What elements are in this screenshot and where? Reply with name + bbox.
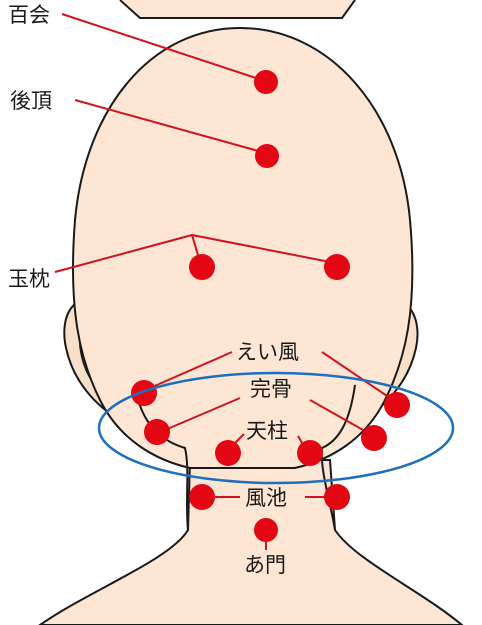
point-eifu-right [384, 392, 410, 418]
point-kankotsu-right [361, 425, 387, 451]
point-amon [254, 518, 278, 542]
label-tenchu: 天柱 [246, 419, 288, 443]
label-kankotsu: 完骨 [250, 377, 292, 401]
point-top [254, 70, 278, 94]
point-gyokuchin-left [189, 254, 215, 280]
label-fuchi: 風池 [245, 486, 287, 510]
point-eifu-left [131, 380, 157, 406]
point-kocho [255, 144, 279, 168]
head [73, 28, 412, 468]
point-tenchu-left [215, 440, 241, 466]
top-triangle [120, 0, 355, 18]
label-kocho: 後頂 [10, 89, 52, 113]
point-fuchi-left [189, 484, 215, 510]
label-top-clipped: 百会 [8, 3, 50, 27]
point-tenchu-right [297, 440, 323, 466]
point-gyokuchin-right [324, 254, 350, 280]
label-amon: あ門 [244, 553, 286, 577]
point-kankotsu-left [144, 419, 170, 445]
point-fuchi-right [324, 484, 350, 510]
neck-shoulders [40, 460, 462, 625]
label-gyokuchin: 玉枕 [8, 267, 50, 291]
label-eifu: えい風 [236, 340, 299, 364]
